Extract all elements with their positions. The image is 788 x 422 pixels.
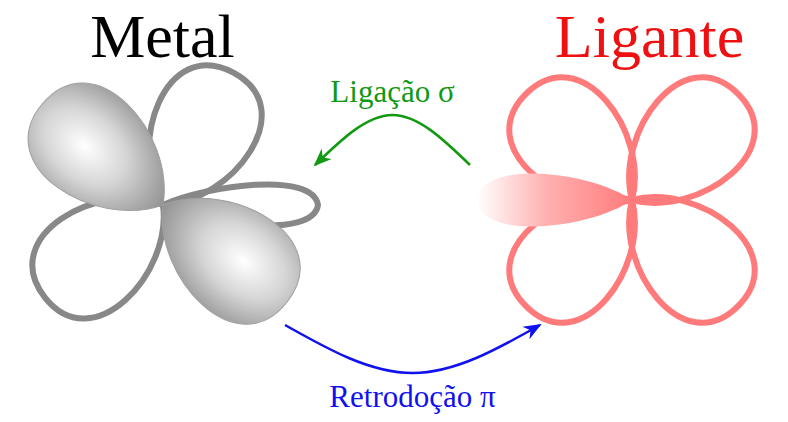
- orbital-group: Metal: [10, 0, 315, 325]
- orbital-group: Ligante: [470, 0, 785, 325]
- filled-lobe: [477, 173, 632, 226]
- orbital-lobe: [595, 57, 775, 237]
- ligand-orbital: [477, 57, 775, 343]
- edge-label: Retrodoção π: [326, 380, 498, 414]
- curved-arrow: [315, 115, 470, 165]
- filled-lobe: [129, 162, 320, 345]
- curved-arrow: [285, 325, 540, 373]
- heading-label: Metal: [90, 0, 235, 69]
- metal-d-orbital: [7, 48, 320, 345]
- orbital-lobe: [595, 163, 775, 343]
- edge-label: Ligação σ: [327, 75, 457, 109]
- heading-label: Ligante: [555, 0, 744, 69]
